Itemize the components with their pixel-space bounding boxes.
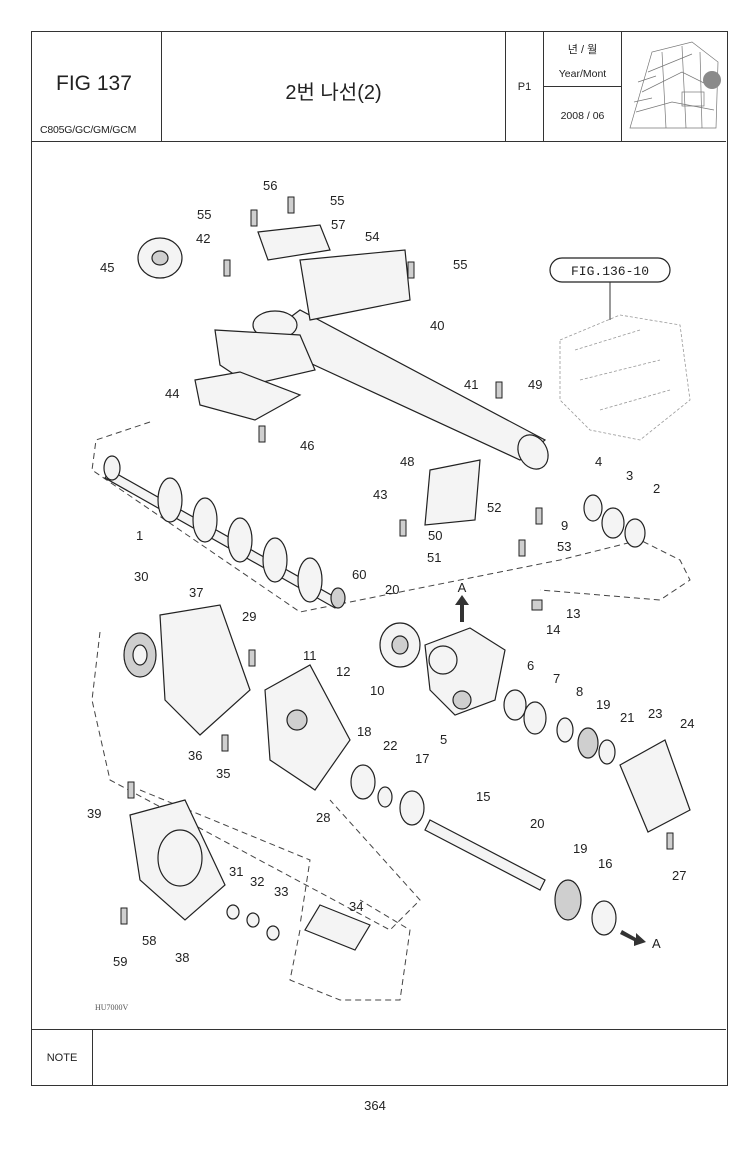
page-title: 2번 나선(2) xyxy=(285,82,382,104)
part-label: 6 xyxy=(527,658,534,673)
part-label: 50 xyxy=(428,528,442,543)
part-label: 19 xyxy=(573,841,587,856)
part-label: 56 xyxy=(263,178,277,193)
part-label: 11 xyxy=(303,648,317,663)
drawing-code: HU7000V xyxy=(95,1003,129,1012)
part-label: 46 xyxy=(300,438,314,453)
part-label: 54 xyxy=(365,229,379,244)
part-label: 4 xyxy=(595,454,602,469)
part-label: 49 xyxy=(528,377,542,392)
note-section: NOTE xyxy=(32,1029,726,1086)
model-label: C805G/GC/GM/GCM xyxy=(40,124,137,136)
part-label: 8 xyxy=(576,684,583,699)
part-label: 55 xyxy=(197,207,211,222)
part-label: 39 xyxy=(87,806,101,821)
part-label: 37 xyxy=(189,585,203,600)
page-number: 364 xyxy=(364,1098,386,1113)
combine-harvester-thumbnail xyxy=(629,41,721,129)
part-label: 48 xyxy=(400,454,414,469)
part-label: 13 xyxy=(566,606,580,621)
part-label: 34 xyxy=(349,899,363,914)
part-label: 7 xyxy=(553,671,560,686)
arrow-right-a xyxy=(620,930,646,946)
part-label: 20 xyxy=(385,582,399,597)
note-label: NOTE xyxy=(32,1030,93,1086)
figure-ref-label: FIG.136-10 xyxy=(571,264,649,279)
year-month-korean: 년 / 월 xyxy=(567,44,598,56)
cover-group-outline xyxy=(139,789,311,926)
part-label: 40 xyxy=(430,318,444,333)
part-label: 57 xyxy=(331,217,345,232)
part-label: 5 xyxy=(440,732,447,747)
part-label: 32 xyxy=(250,874,264,889)
part-label: 55 xyxy=(330,193,344,208)
referenced-housing xyxy=(559,314,691,441)
arrow-label-bottom: A xyxy=(652,936,661,951)
part-label: 23 xyxy=(648,706,662,721)
part-label: 53 xyxy=(557,539,571,554)
part-label: 51 xyxy=(427,550,441,565)
page-code: P1 xyxy=(517,81,532,93)
fig-label: FIG 137 xyxy=(56,72,132,95)
gearbox-group-outline xyxy=(91,631,421,931)
part-label: 20 xyxy=(530,816,544,831)
part-label: 33 xyxy=(274,884,288,899)
page-frame: FIG 137 C805G/GC/GM/GCM 2번 나선(2) P1 년 / … xyxy=(31,31,728,1086)
machine-thumbnail-cell xyxy=(622,32,726,141)
part-label: 27 xyxy=(672,868,686,883)
year-month-divider xyxy=(544,86,621,87)
page-code-cell: P1 xyxy=(506,32,544,141)
shaft-and-bearings xyxy=(226,494,691,951)
part-label: 52 xyxy=(487,500,501,515)
part-label: 28 xyxy=(316,810,330,825)
part-label: 22 xyxy=(383,738,397,753)
part-label: 17 xyxy=(415,751,429,766)
part-label: 21 xyxy=(620,710,634,725)
part-label: 45 xyxy=(100,260,114,275)
gearbox-housing xyxy=(379,622,506,716)
part-label: 38 xyxy=(175,950,189,965)
part-label: 60 xyxy=(352,567,366,582)
part-label: 31 xyxy=(229,864,243,879)
part-label: 29 xyxy=(242,609,256,624)
part-label: 43 xyxy=(373,487,387,502)
screw-auger xyxy=(103,455,346,609)
part-label: 19 xyxy=(596,697,610,712)
part-label: 18 xyxy=(357,724,371,739)
revision-date: 2008 / 06 xyxy=(560,110,605,122)
chain-group-outline xyxy=(289,899,411,1001)
year-month-cell: 년 / 월 Year/Mont 2008 / 06 xyxy=(544,32,622,141)
title-cell: 2번 나선(2) xyxy=(162,32,506,141)
fig-cell: FIG 137 C805G/GC/GM/GCM xyxy=(32,32,162,141)
part-label: 42 xyxy=(196,231,210,246)
part-number-labels: 1 2 3 4 5 6 7 8 9 10 11 12 13 14 15 16 1… xyxy=(87,178,694,969)
part-label: 24 xyxy=(680,716,694,731)
arrow-label-top: A xyxy=(458,580,467,595)
part-label: 58 xyxy=(142,933,156,948)
part-label: 59 xyxy=(113,954,127,969)
year-month-english: Year/Mont xyxy=(558,68,607,80)
part-label: 35 xyxy=(216,766,230,781)
part-label: 12 xyxy=(336,664,350,679)
bolt-glyphs xyxy=(120,196,674,925)
left-drive-parts xyxy=(123,604,351,921)
part-label: 16 xyxy=(598,856,612,871)
part-label: 9 xyxy=(561,518,568,533)
auger-group-outline xyxy=(91,421,691,613)
part-label: 15 xyxy=(476,789,490,804)
part-label: 44 xyxy=(165,386,179,401)
part-label: 55 xyxy=(453,257,467,272)
part-label: 41 xyxy=(464,377,478,392)
part-label: 10 xyxy=(370,683,384,698)
part-label: 2 xyxy=(653,481,660,496)
auger-tube-assembly xyxy=(137,224,549,526)
header-block: FIG 137 C805G/GC/GM/GCM 2번 나선(2) P1 년 / … xyxy=(32,32,726,142)
part-label: 1 xyxy=(136,528,143,543)
part-label: 3 xyxy=(626,468,633,483)
part-label: 36 xyxy=(188,748,202,763)
part-label: 30 xyxy=(134,569,148,584)
part-label: 14 xyxy=(546,622,560,637)
arrow-up-a xyxy=(455,595,469,622)
